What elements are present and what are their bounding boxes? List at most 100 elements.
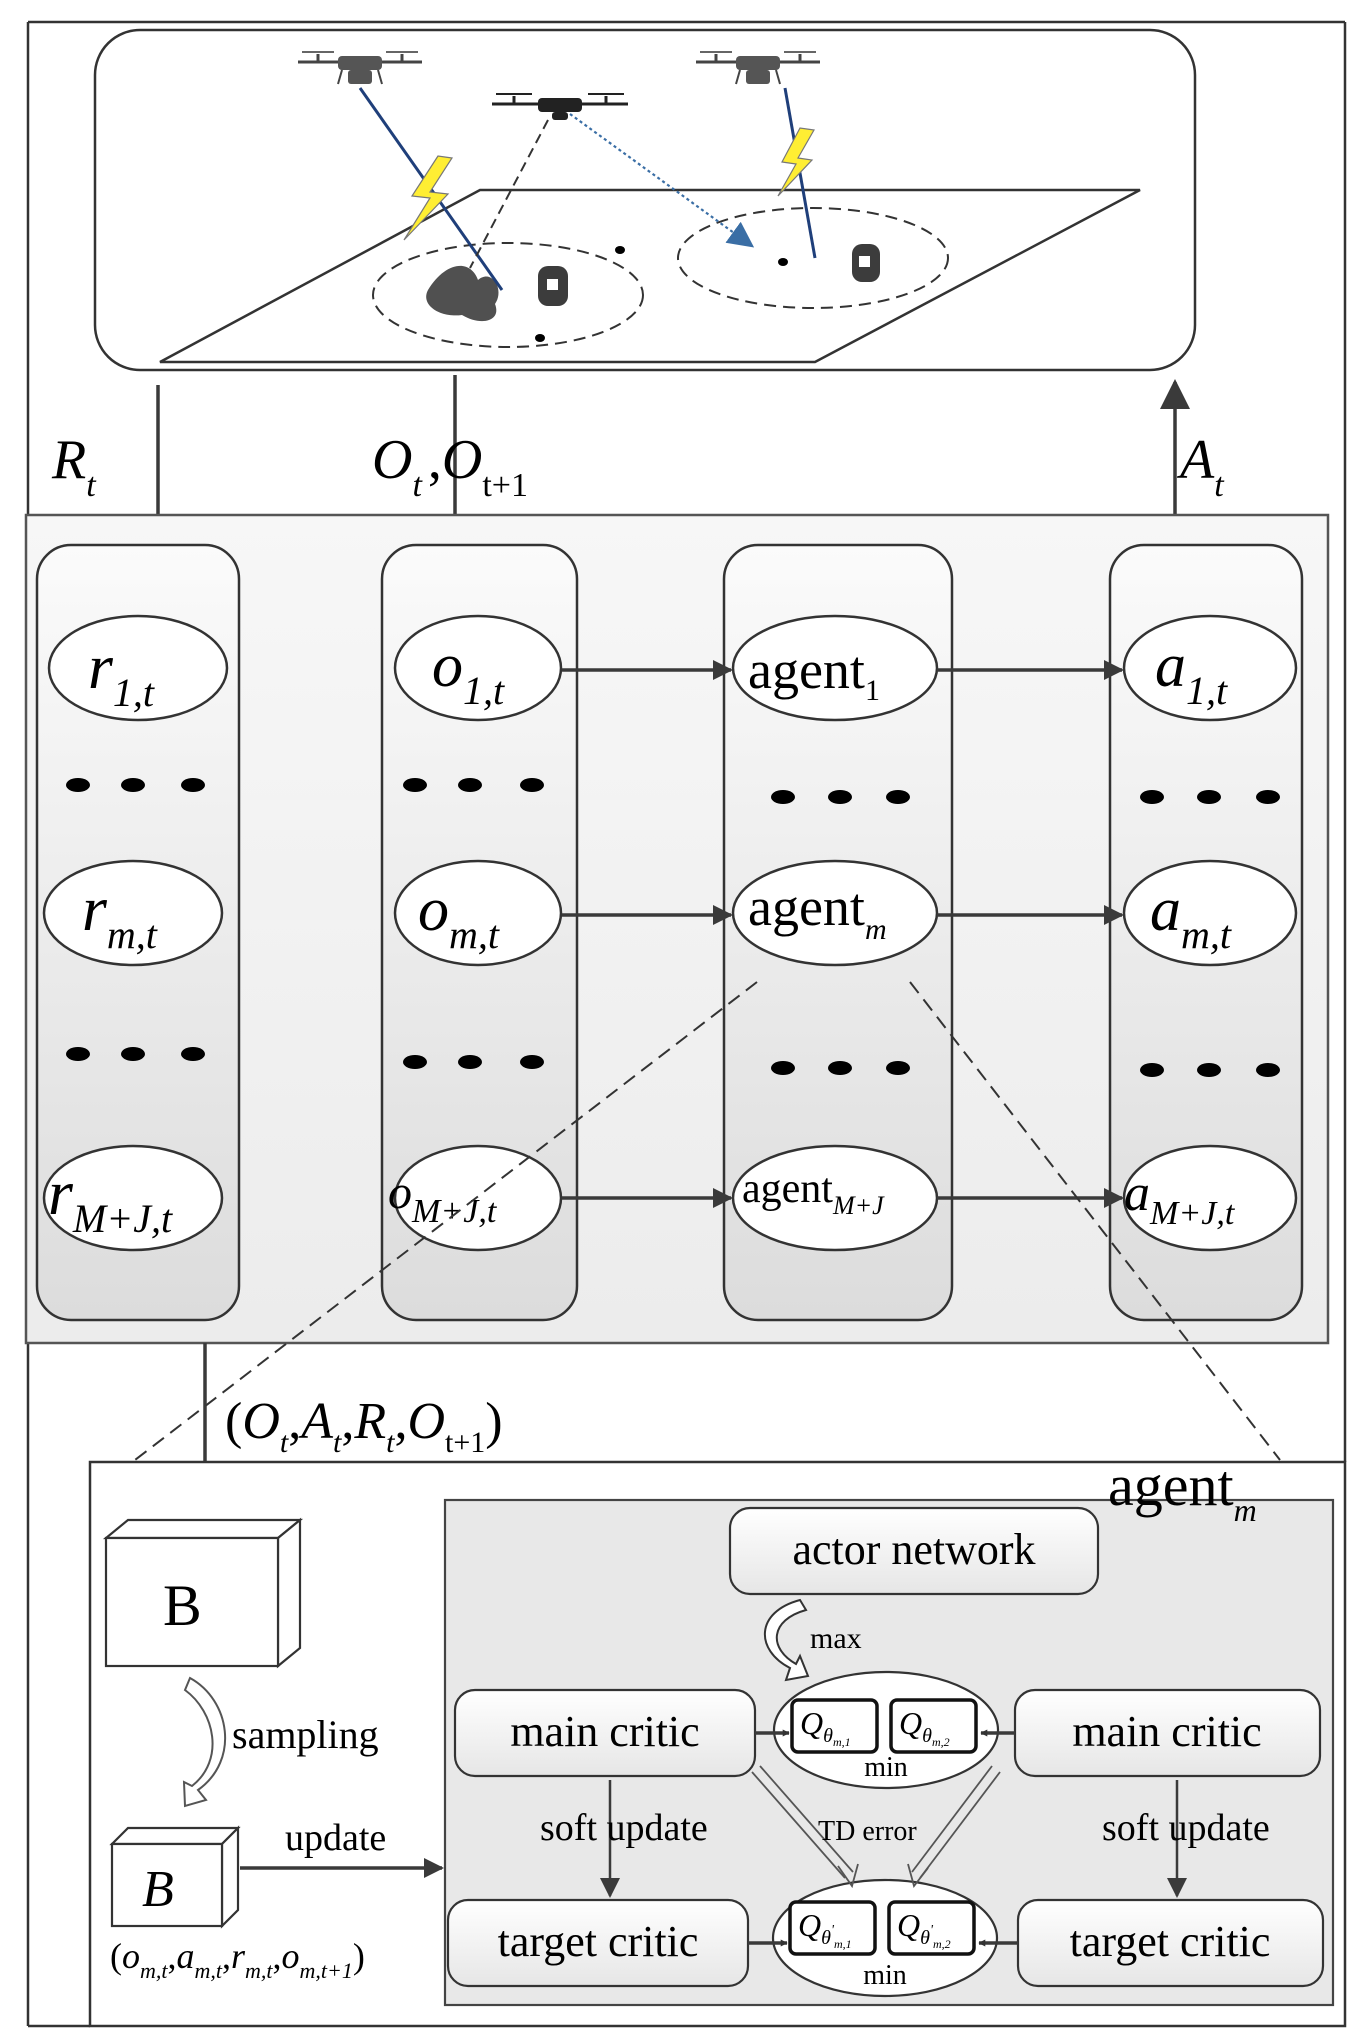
- ground-user-blob-icon: [426, 265, 499, 322]
- agent-label-m: agentm: [748, 877, 887, 946]
- device-screen-icon: [547, 279, 558, 290]
- soft-update-right-label: soft update: [1102, 1807, 1270, 1849]
- ellipsis-dot: [828, 1061, 852, 1075]
- ellipsis-dot: [886, 1061, 910, 1075]
- sampling-arrow: [182, 1676, 227, 1808]
- td-arrowhead-icon: [837, 1863, 859, 1889]
- observation-label-1: o1,t: [432, 632, 505, 713]
- observation-node-mj: [393, 1144, 563, 1252]
- max-label: max: [810, 1622, 862, 1655]
- drone-icon: [298, 51, 422, 85]
- ellipsis-dot: [121, 1047, 145, 1061]
- lightning-icon: [777, 127, 815, 197]
- ellipsis-dot: [1256, 790, 1280, 804]
- update-label: update: [285, 1817, 386, 1859]
- main-critic-right-label: main critic: [1072, 1707, 1261, 1756]
- user-dot-icon: [535, 334, 545, 342]
- ellipsis-dot: [458, 1055, 482, 1069]
- reward-node-m: [42, 859, 224, 967]
- ellipsis-dot: [66, 1047, 90, 1061]
- reward-node-1: [47, 614, 229, 722]
- coverage-area-right: [677, 207, 949, 309]
- actor-network-label: actor network: [792, 1525, 1035, 1574]
- action-node-1: [1122, 614, 1298, 722]
- replay-buffer-cube: [102, 1517, 304, 1669]
- target-critic-right-label: target critic: [1070, 1917, 1271, 1966]
- q-target-1-label: Qθ'm,1: [798, 1907, 852, 1951]
- ellipsis-dot: [1140, 790, 1164, 804]
- ground-plane: [159, 188, 1141, 364]
- q-target-2-label: Qθ'm,2: [897, 1907, 951, 1951]
- reward-node-mj: [42, 1144, 224, 1252]
- user-dot-icon: [778, 258, 788, 266]
- action-label-m: am,t: [1150, 876, 1232, 957]
- q-target-1-box: [788, 1900, 877, 1956]
- max-arrow: [764, 1598, 810, 1682]
- uav-dashed-link: [469, 119, 549, 269]
- agent-node-1: [731, 614, 939, 722]
- td-error-label: TD error: [818, 1816, 917, 1847]
- td-error-arrows: [751, 1765, 1001, 1879]
- ellipsis-dot: [1140, 1063, 1164, 1077]
- ellipsis-dot: [458, 778, 482, 792]
- agent-node-m: [731, 859, 939, 967]
- action-label-1: a1,t: [1155, 632, 1228, 713]
- ellipsis-dot: [1256, 1063, 1280, 1077]
- agent-detail-title: agentm: [1108, 1453, 1257, 1528]
- replay-buffer-label: B: [163, 1573, 202, 1638]
- ellipsis-dot: [886, 790, 910, 804]
- ellipsis-dot: [1197, 790, 1221, 804]
- user-dot-icon: [615, 246, 625, 254]
- observation-node-1: [393, 614, 563, 722]
- action-label-mj: aM+J,t: [1124, 1165, 1236, 1232]
- minibatch-label: B: [142, 1861, 174, 1918]
- drone-icon: [492, 93, 628, 120]
- main-critic-left-label: main critic: [510, 1707, 699, 1756]
- q-main-2-box: [889, 1698, 978, 1754]
- soft-update-left-label: soft update: [540, 1807, 708, 1849]
- q-target-2-box: [887, 1900, 976, 1956]
- soft-update-arrows: [600, 1780, 1187, 1898]
- ellipsis-dots: [66, 778, 1280, 1077]
- ellipsis-dot: [181, 1047, 205, 1061]
- experience-tuple-label: (Ot,At,Rt,Ot+1): [225, 1393, 503, 1459]
- reward-label-mj: rM+J,t: [48, 1157, 173, 1241]
- agent-label-1: agent1: [748, 640, 880, 707]
- environment-scene: [93, 28, 1197, 372]
- observation-label-m: om,t: [418, 876, 500, 957]
- critic-arrows: [748, 1729, 1018, 1947]
- minibatch-tuple-label: (om,t,am,t,rm,t,om,t+1): [110, 1936, 365, 1983]
- reward-label-m: rm,t: [82, 873, 158, 957]
- ellipsis-dot: [771, 1061, 795, 1075]
- outer-frame: [26, 20, 1347, 2028]
- ellipsis-dot: [1197, 1063, 1221, 1077]
- agent-label-mj: agentM+J: [742, 1166, 885, 1220]
- uav-move-arrow: [569, 113, 755, 248]
- action-signal-label: At: [1176, 429, 1225, 504]
- minibatch-cube: [109, 1825, 241, 1929]
- ellipsis-dot: [520, 1055, 544, 1069]
- actor-network-box: [728, 1506, 1100, 1596]
- q-main-1-label: Qθm,1: [800, 1705, 851, 1749]
- lightning-icon: [403, 155, 454, 241]
- ellipsis-dot: [403, 778, 427, 792]
- td-arrowhead-icon: [907, 1863, 929, 1888]
- ellipsis-dot: [181, 778, 205, 792]
- reward-label-1: r1,t: [88, 631, 155, 715]
- zoom-line-right: [909, 981, 1281, 1461]
- observation-label-mj: oM+J,t: [388, 1166, 498, 1230]
- observation-signal-label: Ot,Ot+1: [372, 429, 528, 504]
- action-node-m: [1122, 859, 1298, 967]
- sampling-label: sampling: [232, 1712, 379, 1757]
- ellipsis-dot: [66, 778, 90, 792]
- q-main-2-label: Qθm,2: [899, 1705, 950, 1749]
- target-critic-left-label: target critic: [498, 1917, 699, 1966]
- ellipsis-dot: [403, 1055, 427, 1069]
- min-label-top: min: [864, 1752, 908, 1783]
- reward-signal-label: Rt: [51, 429, 97, 504]
- ellipsis-dot: [828, 790, 852, 804]
- device-screen-icon: [859, 256, 870, 267]
- coverage-area-left: [372, 242, 644, 348]
